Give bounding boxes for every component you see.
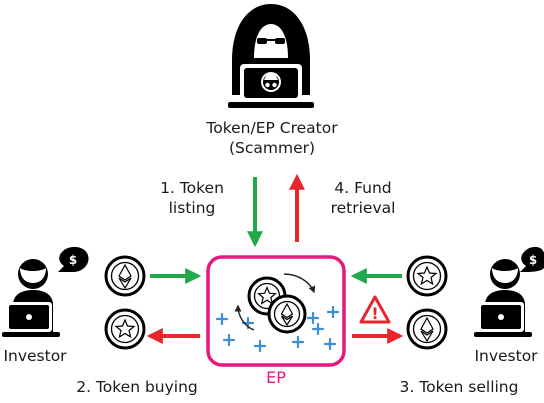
warning-mark: ! [371,304,378,323]
step-selling-label: 3. Token selling [399,378,519,396]
step-listing-line2: listing [168,199,216,217]
creator-label: Token/EP Creator (Scammer) [187,118,357,158]
step-listing-line1: 1. Token [160,179,224,197]
investor-right-label: Investor [474,347,538,365]
swap-arrow-bottom [234,304,255,331]
step-retrieval-line1: 4. Fund [334,179,392,197]
step-retrieval-label: 4. Fund retrieval [313,178,413,218]
hacker-icon [228,4,314,108]
eth-coin-left-icon [104,255,146,297]
step-buying-label: 2. Token buying [76,378,198,396]
eth-coin-right-icon [406,308,448,350]
investor-right-icon [474,259,532,337]
swap-arrow-top [283,273,316,294]
star-coin-left-icon [104,308,146,350]
dollar-sign-left: $ [69,253,77,267]
dollar-sign-right: $ [529,253,537,267]
step-listing-label: 1. Token listing [148,178,236,218]
plus-signs [215,305,340,353]
creator-label-line1: Token/EP Creator [206,119,338,137]
eth-coin-pool-icon [267,294,307,334]
creator-label-line2: (Scammer) [228,139,316,157]
investor-left-icon [2,259,60,337]
step-retrieval-line2: retrieval [330,199,396,217]
dollar-bubble-left-icon: $ [58,246,89,272]
ep-label: EP [266,368,286,387]
star-coin-right-icon [406,255,448,297]
warning-icon: ! [359,295,391,324]
dollar-bubble-right-icon: $ [520,246,544,272]
investor-left-label: Investor [3,347,67,365]
